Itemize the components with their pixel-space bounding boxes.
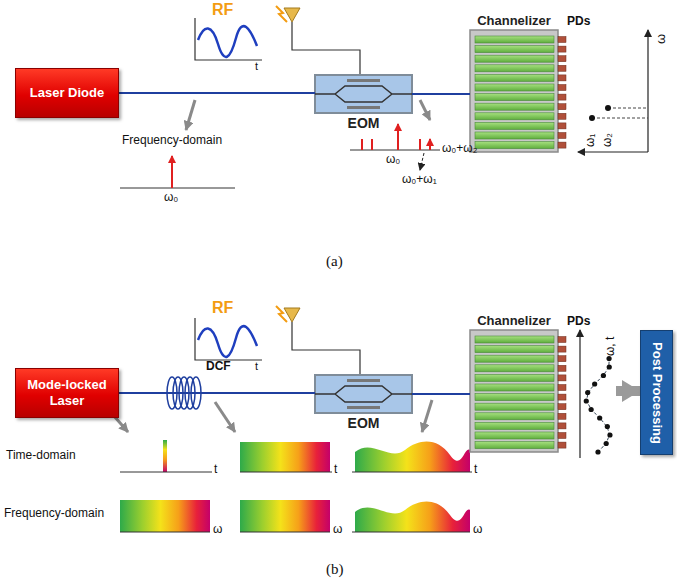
frequency-label: ω₁ [583,134,597,147]
axis-label: t [255,360,258,373]
node-label: EOM [348,415,380,431]
sampled-waveform [584,356,613,455]
frequency-label: ω₀+ω₁ [402,172,437,186]
frequency-label: ω₀ [164,190,178,204]
node-label: EOM [348,115,380,131]
axis-label: ω [473,522,482,536]
antenna [276,306,360,375]
antenna [276,6,360,75]
axis-label: ω [333,522,342,536]
channelizer-box: Channelizer [470,330,558,452]
detector-label: PDs [567,314,590,328]
axis-label: t [255,60,258,73]
axis-label: t [474,462,477,476]
frequency-label: ω₀ [386,152,400,166]
axis-label: t [334,462,337,476]
frequency-label: ω₀ [386,152,400,166]
optical-fiber [412,93,470,95]
frequency-axis [578,30,648,152]
channelizer-box: Channelizer [470,30,558,152]
row-title: Frequency-domain [4,506,104,520]
rf-inset [195,318,262,360]
node-label: Post Processing [649,342,664,444]
axis-label: t [214,462,217,476]
channelizer-array [470,30,566,452]
axis-label: ω [333,522,342,536]
modulator-box: EOM [315,75,412,113]
detector-label: PDs [567,14,590,28]
axis-label: ω [213,522,222,536]
laser-source: Laser Diode [15,68,119,118]
detector-label: PDs [567,314,590,328]
detector-label: PDs [567,14,590,28]
frequency-label: ω₁ [583,134,597,147]
row-title: Frequency-domain [4,506,104,520]
frequency-label: ω₀+ω₂ [442,141,477,155]
flow-arrow [558,386,640,396]
node-text-wrap: Channelizer [477,313,551,328]
spectrum-sketch [120,100,440,188]
eom-modulator [315,375,412,413]
panel-title: Frequency-domain [122,133,222,147]
signal-name: RF [212,0,233,19]
optical-fiber [412,393,470,395]
axis-label: t [214,462,217,476]
time-axis [580,330,581,458]
signal-name: RF [212,1,233,18]
axis-label: t [255,60,258,72]
fiber-label: DCF [206,359,231,373]
axis-label: t [474,462,477,476]
pulse-panels [100,400,472,532]
processing-box: Post Processing [640,330,673,455]
optical-fiber [119,392,315,394]
node-text-wrap: Channelizer [477,13,551,28]
signal-name: RF [212,298,233,317]
eom-modulator [315,75,412,113]
node-text-wrap: EOM [348,115,380,131]
rf-inset [195,18,262,60]
axis-label: ω, t [603,337,617,356]
node-label: Channelizer [477,13,551,28]
panel-title: Frequency-domain [122,133,222,147]
node-label: Mode-locked Laser [27,377,106,408]
panel-tag: (a) [326,253,343,269]
row-title: Time-domain [6,448,76,462]
axis-label: ω [213,522,222,536]
node-text-wrap: Post Processing [649,342,664,444]
node-text-wrap: Laser Diode [30,85,104,101]
laser-source: Mode-locked Laser [15,368,119,418]
optical-fiber [119,92,315,94]
axis-label: t [334,462,337,476]
row-title: Time-domain [6,448,76,462]
axis-label: ω, t [603,337,617,356]
frequency-label: ω₀+ω₁ [402,172,437,186]
modulator-box: EOM [315,375,412,413]
fiber-label: DCF [206,359,231,373]
frequency-label: ω₂ [600,133,614,147]
axis-label: ω [473,522,482,536]
node-label: Laser Diode [30,85,104,100]
panel-tag: (b) [326,561,344,577]
axis-label: t [255,360,258,372]
node-label: Channelizer [477,313,551,328]
frequency-label: ω₂ [600,133,614,147]
frequency-label: ω₀+ω₂ [442,141,477,155]
panel-tag: (a) [326,252,343,270]
signal-name: RF [212,299,233,316]
panel-tag: (b) [326,560,344,578]
frequency-label: ω₀ [164,190,178,204]
node-text-wrap: EOM [348,415,380,431]
axis-label: ω [653,34,668,44]
node-text-wrap: Mode-locked Laser [20,377,114,410]
axis-label: ω [653,34,669,44]
